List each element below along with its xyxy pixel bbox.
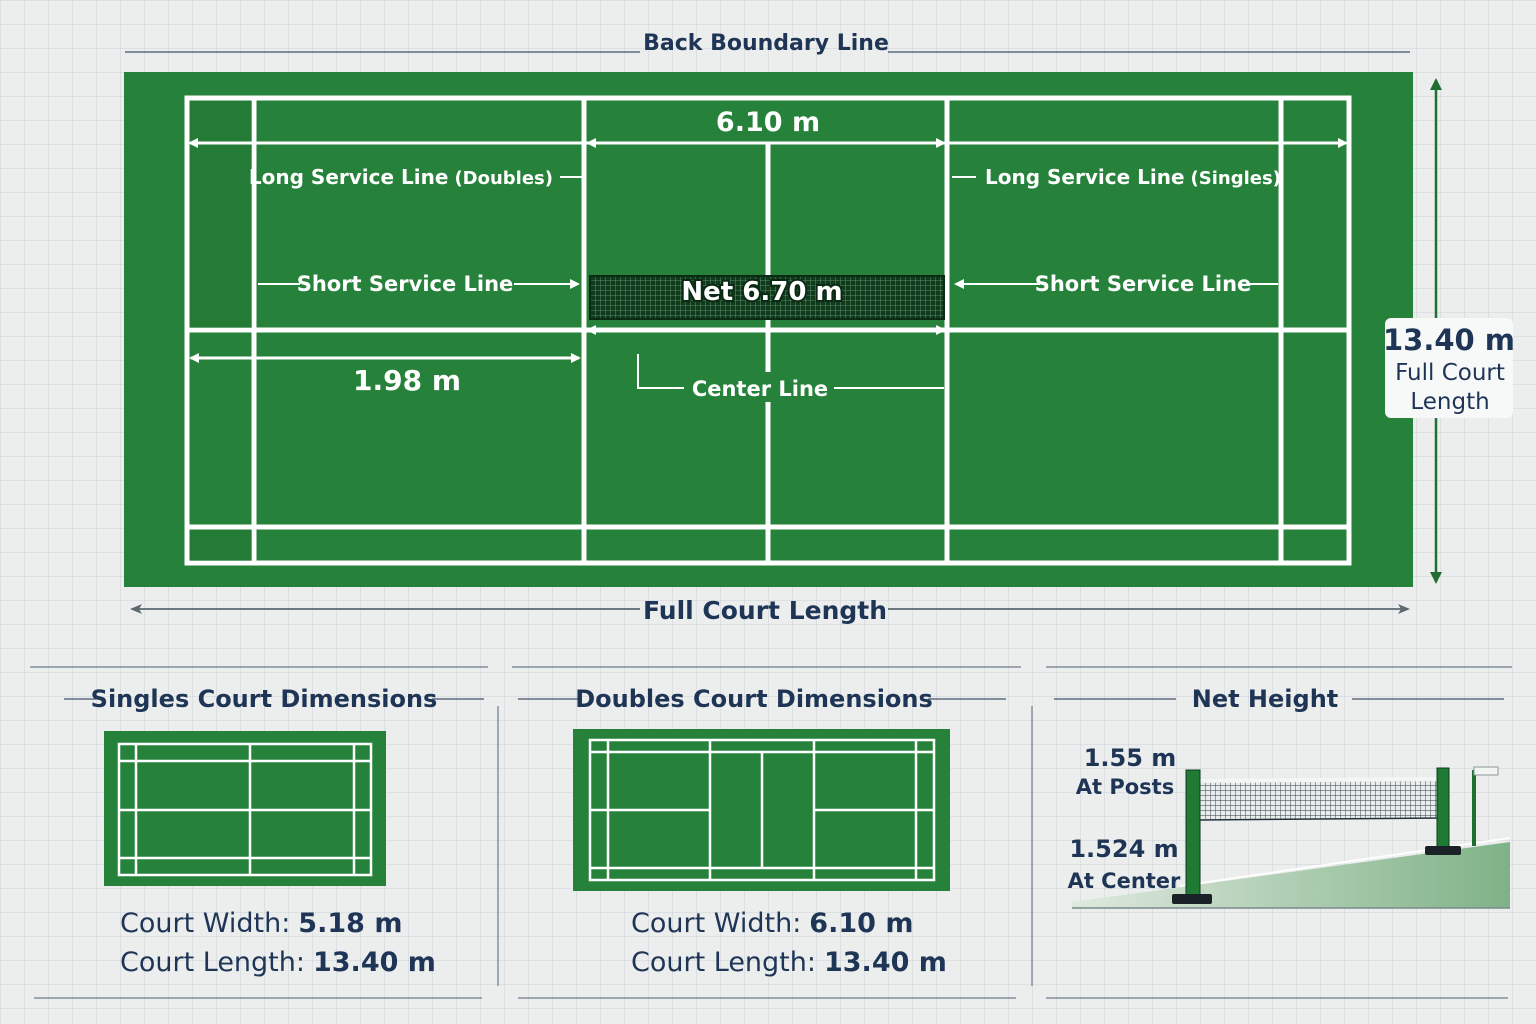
long-service-doubles-label: Long Service Line(Doubles) [249, 165, 553, 189]
doubles-width-line: Court Width:6.10 m [631, 908, 913, 939]
dim-198-label: 1.98 m [353, 364, 461, 397]
short-service-left-label: Short Service Line [297, 272, 514, 296]
center-line-label: Center Line [692, 377, 828, 401]
net-floor [1072, 842, 1510, 908]
net-post-left [1185, 769, 1201, 899]
net-post-right [1436, 767, 1450, 851]
full-court-length-label: Full Court Length [643, 596, 887, 625]
singles-title: Singles Court Dimensions [91, 685, 438, 713]
short-service-right-label: Short Service Line [1035, 272, 1252, 296]
doubles-court-lines [588, 738, 936, 882]
alley-shade-1 [190, 101, 252, 328]
long-service-singles-label: Long Service Line(Singles) [985, 165, 1281, 189]
main-court-lines [184, 95, 1352, 566]
center-label: At Center [1068, 869, 1181, 893]
posts-value: 1.55 m [1084, 744, 1177, 772]
post-base-left [1172, 894, 1212, 904]
posts-label: At Posts [1076, 775, 1174, 799]
doubles-length-line: Court Length:13.40 m [631, 947, 947, 978]
side-line1-label: Full Court [1395, 360, 1505, 386]
side-line2-label: Length [1410, 389, 1489, 415]
center-value: 1.524 m [1069, 835, 1178, 863]
panel-frames [30, 666, 1512, 999]
far-post-cap [1473, 766, 1499, 776]
side-label-box [1385, 318, 1513, 418]
center-line-leader [637, 354, 684, 389]
side-value-label: 13.40 m [1383, 323, 1515, 357]
net [589, 275, 945, 320]
alley-shade-2 [190, 530, 252, 561]
back-boundary-title: Back Boundary Line [643, 31, 889, 56]
side-net-mesh [1197, 779, 1441, 821]
doubles-title: Doubles Court Dimensions [575, 685, 933, 713]
net-tape [1195, 777, 1443, 783]
net-height-title: Net Height [1192, 685, 1339, 713]
width-label-bg [700, 104, 836, 138]
width-610-label: 6.10 m [716, 107, 820, 138]
center-label-bg [690, 372, 830, 402]
singles-court-surface [104, 731, 386, 886]
net-label: Net 6.70 m [681, 277, 842, 307]
singles-length-line: Court Length:13.40 m [120, 947, 436, 978]
singles-width-line: Court Width:5.18 m [120, 908, 402, 939]
post-base-right [1425, 846, 1461, 855]
singles-court-lines [117, 742, 373, 877]
